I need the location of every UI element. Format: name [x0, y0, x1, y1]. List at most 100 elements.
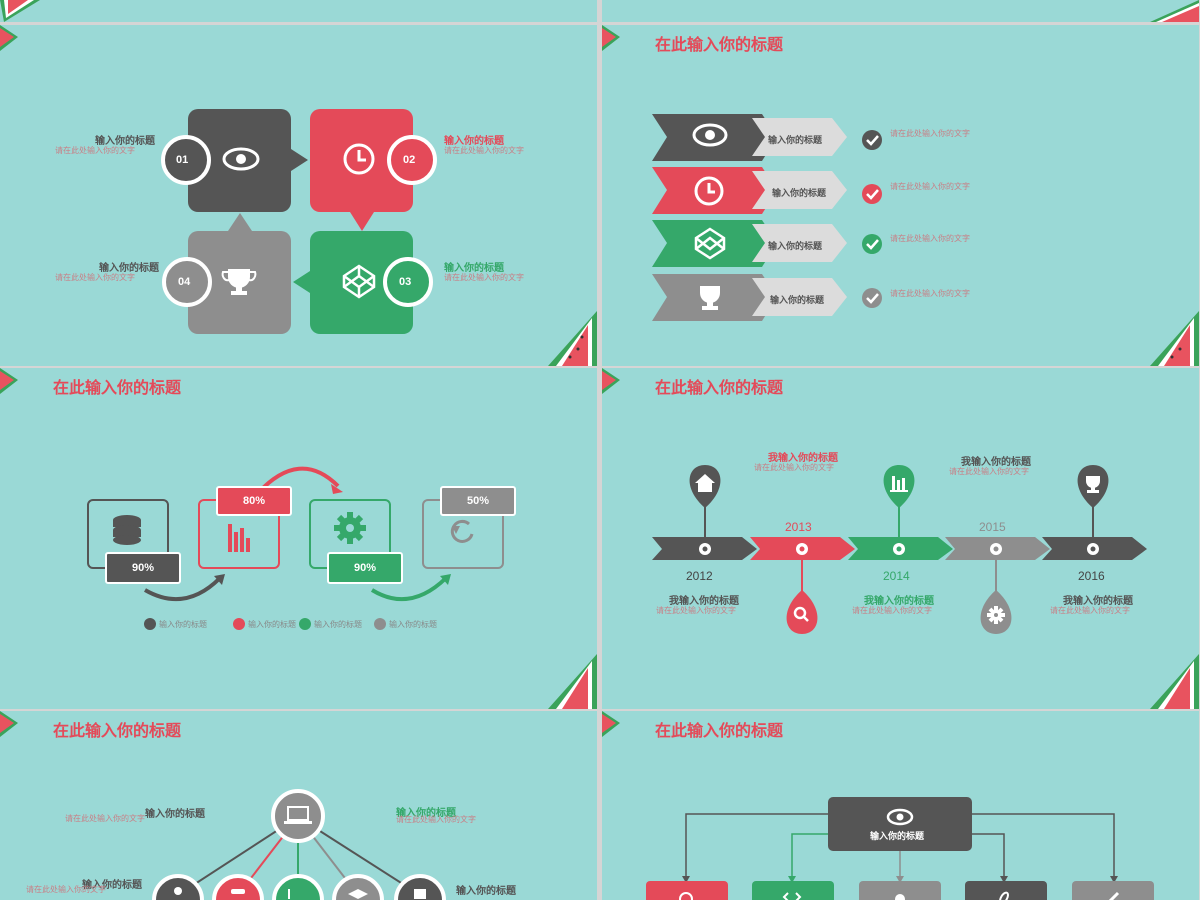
slide-title: 在此输入你的标题 [655, 380, 784, 397]
database-icon [231, 889, 245, 894]
eye-icon [222, 147, 260, 171]
cap-icon [348, 889, 368, 899]
timeline-body: 请在此处输入你的文字 [754, 463, 834, 472]
trophy-icon [700, 286, 720, 310]
watermelon-icon [1150, 311, 1199, 366]
percent-chip: 50% [440, 486, 516, 516]
watermelon-icon [0, 368, 18, 394]
trophy-icon [221, 269, 257, 295]
laptop-icon [284, 806, 312, 824]
timeline-year: 2014 [883, 569, 910, 583]
item-number: 04 [178, 276, 191, 288]
bar-chart-icon [890, 476, 908, 492]
home-icon [695, 474, 715, 492]
node-label: 输入你的标题 [456, 886, 516, 897]
node-label: 输入你的标题 [396, 808, 456, 819]
book-icon [414, 889, 426, 899]
row-label: 输入你的标题 [772, 188, 827, 198]
watermelon-icon [1150, 0, 1199, 22]
node-label: 输入你的标题 [82, 880, 142, 891]
item-label: 输入你的标题 [95, 136, 155, 147]
slide-org-tree[interactable]: 在此输入你的标题 输入你的标题 [602, 711, 1199, 900]
item-number: 02 [403, 154, 416, 166]
slide-process-steps[interactable]: 在此输入你的标题 90% 80% 90% 50% 输入你的标题 输入你的标题 输… [0, 368, 597, 709]
item-number: 01 [176, 154, 189, 166]
watermelon-icon [0, 0, 40, 22]
slide-title: 在此输入你的标题 [655, 723, 784, 740]
row-label: 输入你的标题 [768, 241, 823, 251]
item-body: 请在此处输入你的文字 [55, 146, 135, 155]
timeline-heading: 我输入你的标题 [961, 457, 1031, 468]
timeline-year: 2016 [1078, 569, 1105, 583]
user-icon [174, 887, 182, 895]
node-body: 请在此处输入你的文字 [396, 815, 476, 824]
legend-item: 输入你的标题 [314, 620, 362, 629]
legend-item: 输入你的标题 [159, 620, 207, 629]
slide-timeline[interactable]: 在此输入你的标题 2012 2013 2014 2015 2016 我输入你的标… [602, 368, 1199, 709]
item-label: 输入你的标题 [99, 263, 159, 274]
trophy-icon [1086, 476, 1100, 493]
timeline-heading: 我输入你的标题 [1063, 596, 1133, 607]
database-icon [113, 515, 141, 545]
codepen-icon [694, 227, 726, 260]
timeline-year: 2012 [686, 569, 713, 583]
eye-icon [886, 808, 914, 826]
watermelon-icon [548, 311, 597, 366]
watermelon-icon [602, 368, 620, 394]
slide-quadrant[interactable]: 01 02 03 04 输入你的标题 请在此处输入你的文字 输入你的标题 请在此… [0, 25, 597, 366]
node-body: 请在此处输入你的文字 [65, 814, 145, 823]
codepen-icon [342, 264, 376, 299]
chart-icon [288, 889, 290, 899]
percent-chip: 80% [216, 486, 292, 516]
refresh-icon [450, 519, 474, 543]
row-body: 请在此处输入你的文字 [890, 129, 970, 138]
slide-arrow-list[interactable]: 在此输入你的标题 输入你的标题 输入你的标题 输入你的标题 输入你的标题 请在此… [602, 25, 1199, 366]
timeline-heading: 我输入你的标题 [768, 453, 838, 464]
watermelon-icon [548, 654, 597, 709]
item-body: 请在此处输入你的文字 [444, 273, 524, 282]
gear-icon [334, 512, 366, 544]
timeline-body: 请在此处输入你的文字 [949, 467, 1029, 476]
slide-partial-top-left[interactable] [0, 0, 597, 22]
watermelon-icon [602, 711, 620, 737]
slide-hub-network[interactable]: 在此输入你的标题 输入你的标题 请在此处输入你的文字 输入你的标题 请在此处输入… [0, 711, 597, 900]
item-number: 03 [399, 276, 412, 288]
check-icon [862, 234, 882, 254]
slide-title: 在此输入你的标题 [53, 723, 182, 740]
slide-partial-top-right[interactable] [602, 0, 1199, 22]
slide-title: 在此输入你的标题 [53, 380, 182, 397]
row-label: 输入你的标题 [768, 135, 823, 145]
cloud-icon [895, 894, 905, 900]
eye-icon [692, 123, 728, 147]
clock-icon [679, 892, 693, 900]
item-label: 输入你的标题 [444, 136, 504, 147]
search-icon [793, 606, 809, 622]
watermelon-icon [602, 25, 620, 51]
timeline-body: 请在此处输入你的文字 [656, 606, 736, 615]
timeline-body: 请在此处输入你的文字 [852, 606, 932, 615]
row-label: 输入你的标题 [770, 295, 825, 305]
item-label: 输入你的标题 [444, 263, 504, 274]
slide-title: 在此输入你的标题 [655, 37, 784, 54]
timeline-body: 请在此处输入你的文字 [1050, 606, 1130, 615]
timeline-year: 2015 [979, 520, 1006, 534]
root-label: 输入你的标题 [870, 831, 925, 841]
check-icon [862, 130, 882, 150]
legend-item: 输入你的标题 [248, 620, 296, 629]
percent-chip: 90% [105, 552, 181, 584]
row-body: 请在此处输入你的文字 [890, 234, 970, 243]
check-icon [862, 184, 882, 204]
node-body: 请在此处输入你的文字 [26, 885, 106, 894]
clock-icon [343, 143, 375, 175]
timeline-heading: 我输入你的标题 [669, 596, 739, 607]
quadrant-green [310, 231, 413, 334]
node-label: 输入你的标题 [145, 809, 205, 820]
watermelon-icon [1150, 654, 1199, 709]
tool-icon [1108, 891, 1120, 900]
row-body: 请在此处输入你的文字 [890, 289, 970, 298]
row-body: 请在此处输入你的文字 [890, 182, 970, 191]
timeline-heading: 我输入你的标题 [864, 596, 934, 607]
watermelon-icon [0, 25, 18, 51]
bar-chart-icon [228, 524, 250, 552]
timeline-year: 2013 [785, 520, 812, 534]
